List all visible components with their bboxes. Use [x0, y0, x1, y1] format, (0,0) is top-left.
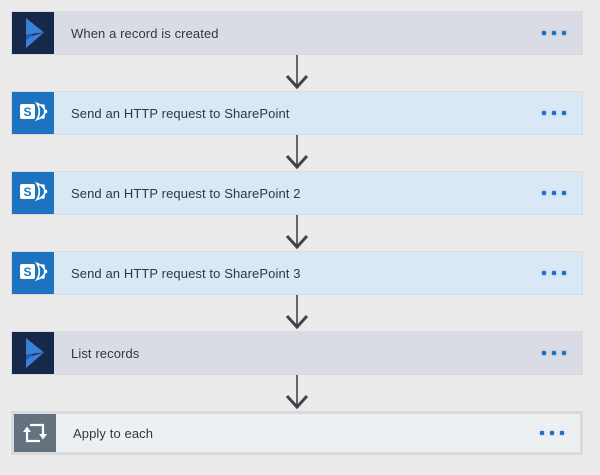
- step-card-list-records[interactable]: List records: [12, 332, 582, 374]
- down-arrow-icon: [285, 55, 309, 90]
- step-title: Send an HTTP request to SharePoint: [71, 105, 290, 121]
- down-arrow-icon: [285, 375, 309, 410]
- step-card-apply-to-each[interactable]: Apply to each: [12, 412, 582, 454]
- svg-text:S: S: [23, 265, 31, 279]
- dynamics-365-icon: [12, 332, 54, 374]
- down-arrow-icon: [285, 215, 309, 250]
- step-title: When a record is created: [71, 25, 219, 41]
- svg-text:S: S: [23, 185, 31, 199]
- sharepoint-icon: S: [12, 252, 54, 294]
- down-arrow-icon: [285, 135, 309, 170]
- connector: [12, 54, 582, 92]
- step-card-send-http-request-sharepoint-3[interactable]: S Send an HTTP request to SharePoint 3: [12, 252, 582, 294]
- connector: [12, 374, 582, 412]
- step-title: Apply to each: [73, 425, 154, 441]
- step-menu-button[interactable]: [540, 187, 568, 199]
- flow-designer-canvas: When a record is created S Send an HTTP …: [12, 12, 582, 454]
- apply-to-each-loop-icon: [14, 414, 56, 452]
- step-menu-button[interactable]: [540, 347, 568, 359]
- connector: [12, 134, 582, 172]
- connector: [12, 214, 582, 252]
- step-menu-button[interactable]: [540, 267, 568, 279]
- step-title: Send an HTTP request to SharePoint 2: [71, 185, 301, 201]
- svg-text:S: S: [23, 105, 31, 119]
- step-card-when-a-record-is-created[interactable]: When a record is created: [12, 12, 582, 54]
- down-arrow-icon: [285, 295, 309, 330]
- step-card-send-http-request-sharepoint-2[interactable]: S Send an HTTP request to SharePoint 2: [12, 172, 582, 214]
- connector: [12, 294, 582, 332]
- step-menu-button[interactable]: [540, 27, 568, 39]
- sharepoint-icon: S: [12, 172, 54, 214]
- step-card-send-http-request-sharepoint[interactable]: S Send an HTTP request to SharePoint: [12, 92, 582, 134]
- step-title: Send an HTTP request to SharePoint 3: [71, 265, 301, 281]
- step-menu-button[interactable]: [538, 427, 566, 439]
- step-menu-button[interactable]: [540, 107, 568, 119]
- sharepoint-icon: S: [12, 92, 54, 134]
- dynamics-365-icon: [12, 12, 54, 54]
- step-title: List records: [71, 345, 140, 361]
